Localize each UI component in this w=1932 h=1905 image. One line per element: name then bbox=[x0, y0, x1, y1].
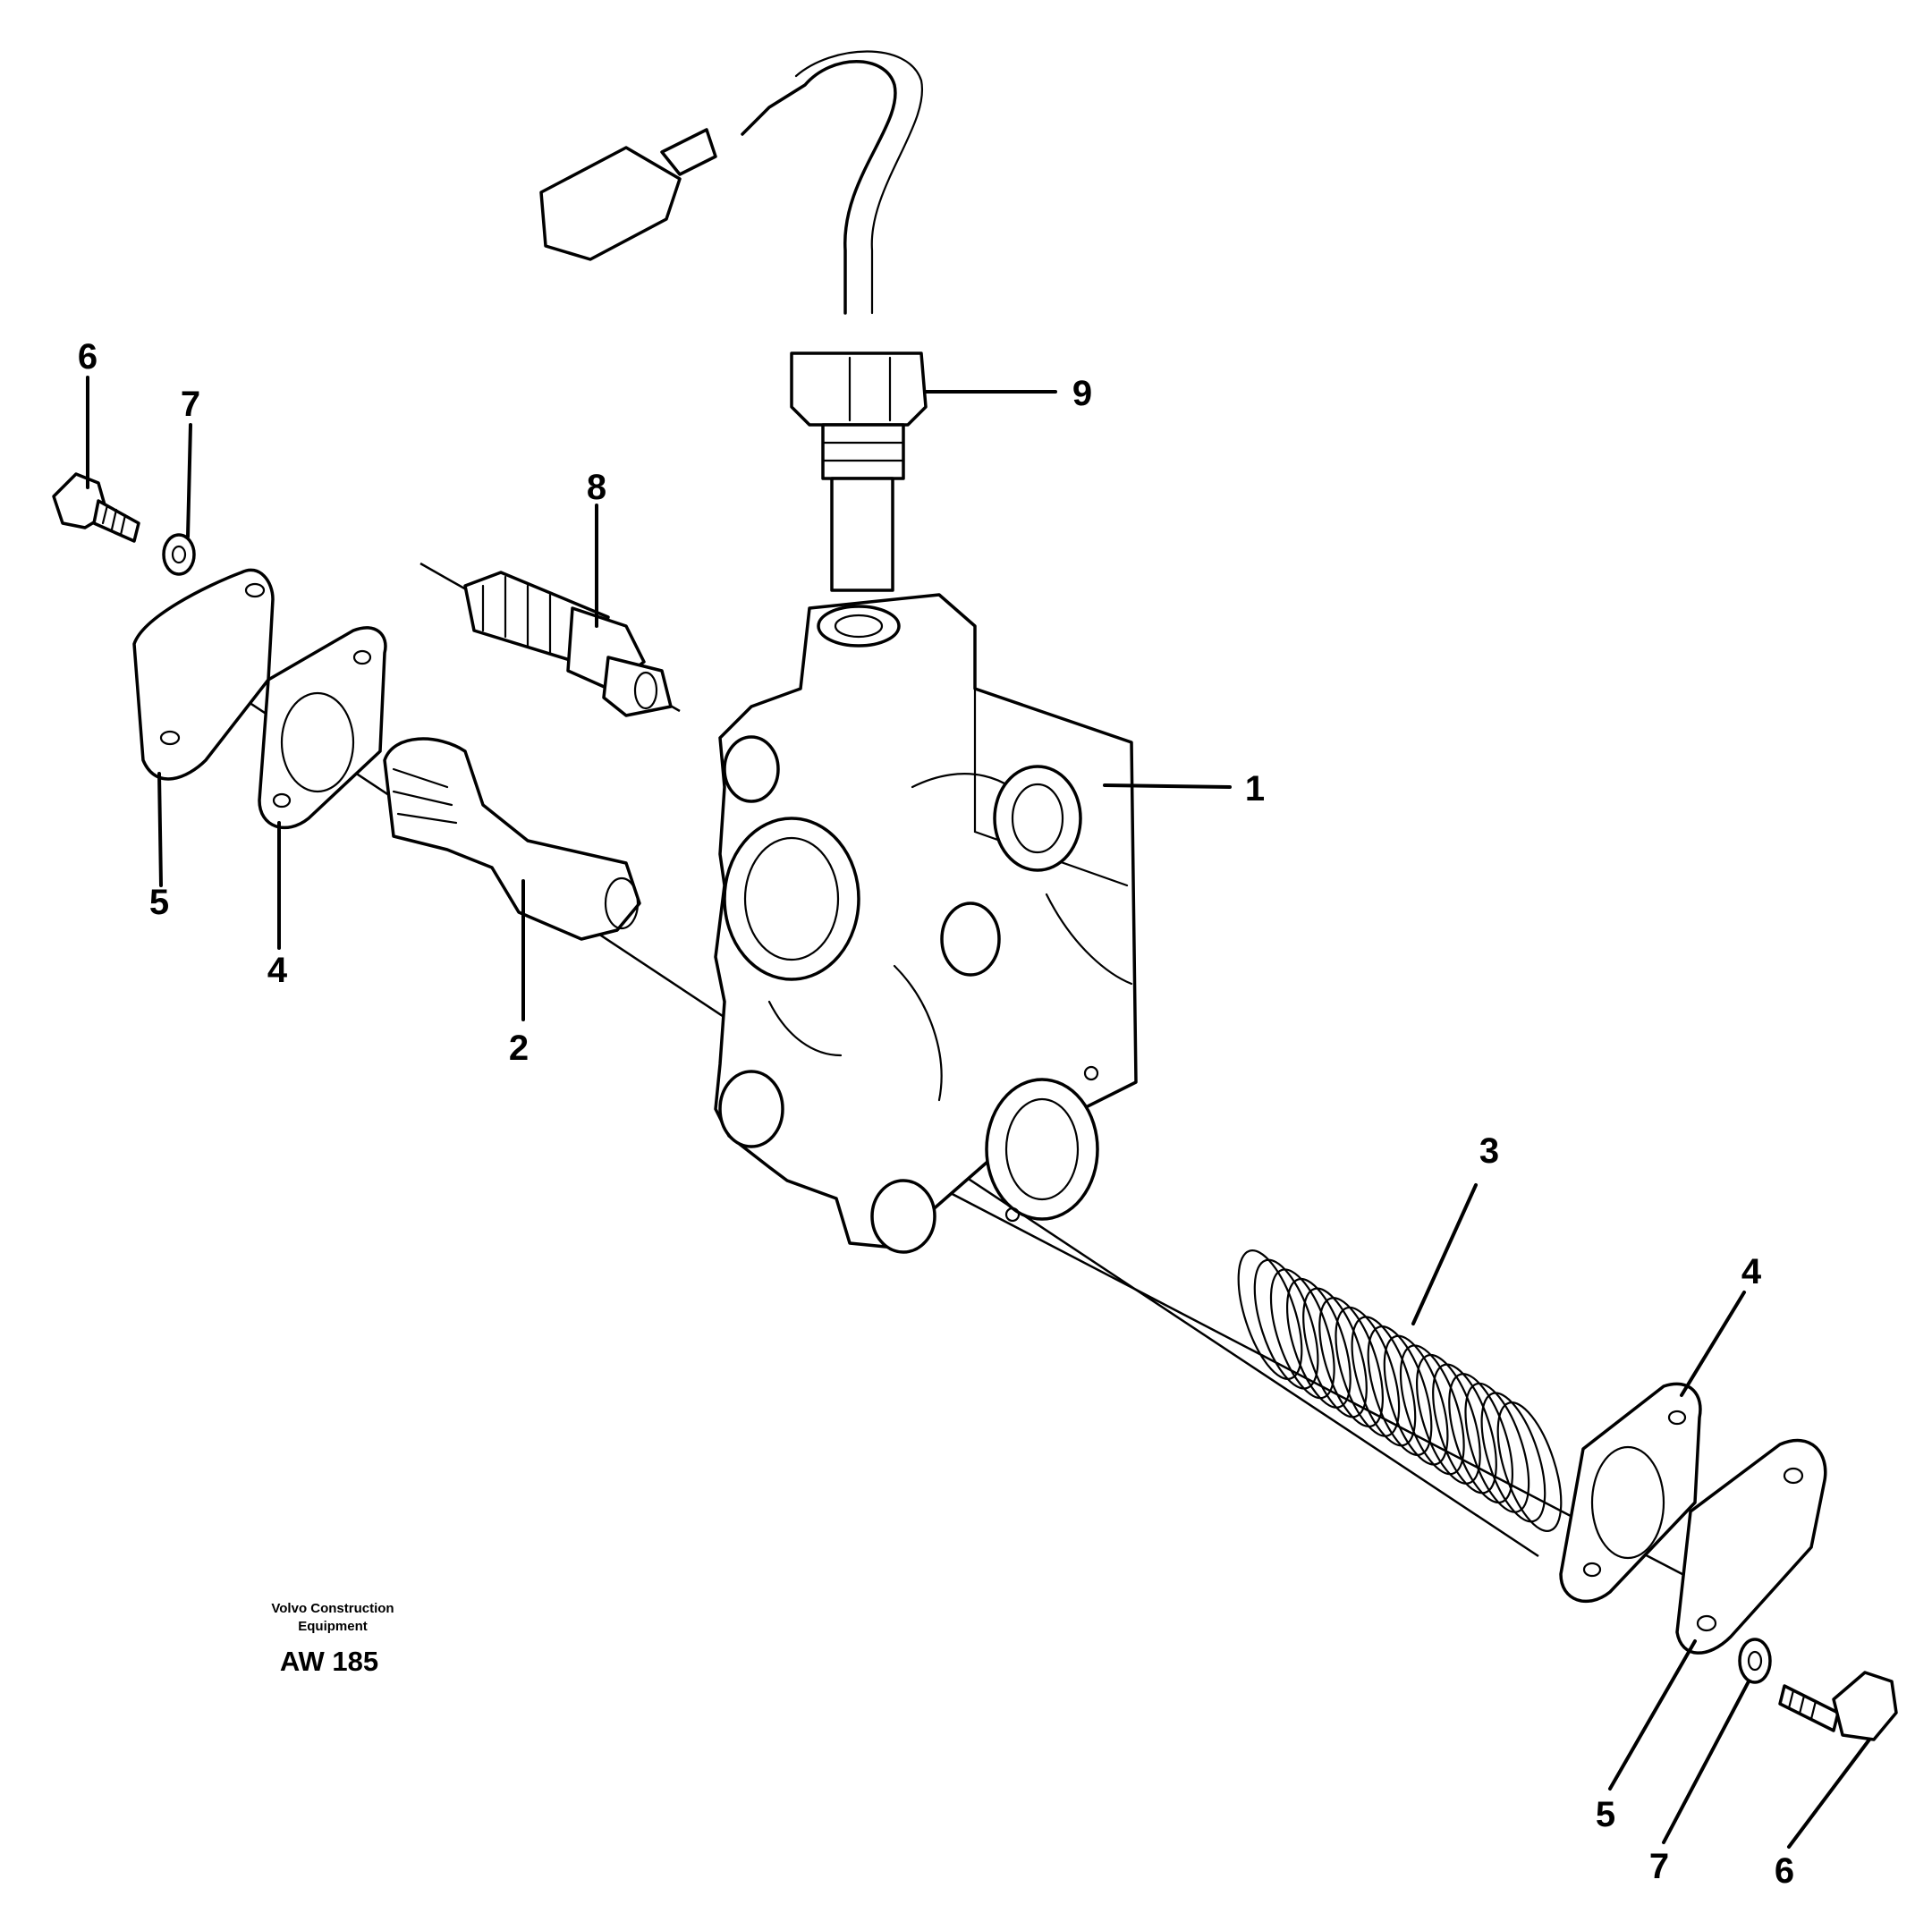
callout-1: 1 bbox=[1245, 769, 1265, 809]
drawing-number: AW 185 bbox=[280, 1646, 378, 1677]
callout-2: 2 bbox=[509, 1029, 529, 1068]
spring-coil bbox=[1302, 1287, 1368, 1418]
spring-coil bbox=[1496, 1401, 1563, 1532]
callout-8: 8 bbox=[587, 468, 606, 507]
spring-coil bbox=[1367, 1325, 1433, 1456]
spring-coil bbox=[1415, 1353, 1481, 1485]
callout-6-right: 6 bbox=[1775, 1851, 1794, 1891]
spring-coil bbox=[1351, 1316, 1417, 1447]
washer-left[interactable] bbox=[162, 533, 196, 576]
brand-line-1: Volvo Construction bbox=[271, 1601, 394, 1616]
spring-coil bbox=[1318, 1297, 1385, 1428]
spring-coil bbox=[1448, 1373, 1514, 1504]
gasket-right[interactable] bbox=[1559, 1382, 1702, 1603]
plug[interactable] bbox=[463, 571, 673, 717]
spring-coil bbox=[1269, 1268, 1335, 1400]
gasket-left[interactable] bbox=[258, 626, 387, 829]
spool[interactable] bbox=[383, 737, 641, 941]
drawing-footer: Volvo Construction Equipment AW 185 bbox=[271, 1601, 394, 1677]
spring-coil bbox=[1432, 1363, 1497, 1494]
callout-6-left: 6 bbox=[78, 337, 97, 377]
spring-coil bbox=[1383, 1334, 1449, 1466]
spring-coil bbox=[1464, 1382, 1530, 1513]
spring-coil bbox=[1480, 1392, 1546, 1523]
callout-5-left: 5 bbox=[149, 883, 169, 922]
callout-7-right: 7 bbox=[1649, 1847, 1669, 1886]
cover-left[interactable] bbox=[132, 568, 275, 781]
callout-4-right: 4 bbox=[1741, 1252, 1762, 1291]
spring-coil bbox=[1285, 1277, 1352, 1409]
cover-right[interactable] bbox=[1675, 1438, 1827, 1655]
callout-3: 3 bbox=[1479, 1131, 1499, 1171]
washer-right[interactable] bbox=[1738, 1638, 1772, 1684]
temperature-sensor[interactable] bbox=[539, 50, 928, 592]
callout-labels: 1 2 3 4 4 5 5 6 6 7 7 8 9 bbox=[78, 337, 1794, 1891]
spring-coil bbox=[1399, 1344, 1465, 1476]
brand-line-2: Equipment bbox=[298, 1619, 368, 1634]
callout-4-left: 4 bbox=[267, 951, 288, 990]
screw-right[interactable] bbox=[1778, 1671, 1898, 1741]
callout-5-right: 5 bbox=[1596, 1795, 1615, 1834]
screw-left[interactable] bbox=[52, 472, 140, 543]
valve-housing[interactable] bbox=[714, 593, 1138, 1254]
leader-lines bbox=[86, 376, 1871, 1849]
spring-coil bbox=[1335, 1306, 1401, 1437]
spring-coil bbox=[1237, 1249, 1303, 1380]
spring-coil bbox=[1253, 1258, 1319, 1390]
callout-9: 9 bbox=[1072, 374, 1092, 413]
callout-7-left: 7 bbox=[181, 385, 200, 424]
spring[interactable] bbox=[1225, 1243, 1574, 1538]
